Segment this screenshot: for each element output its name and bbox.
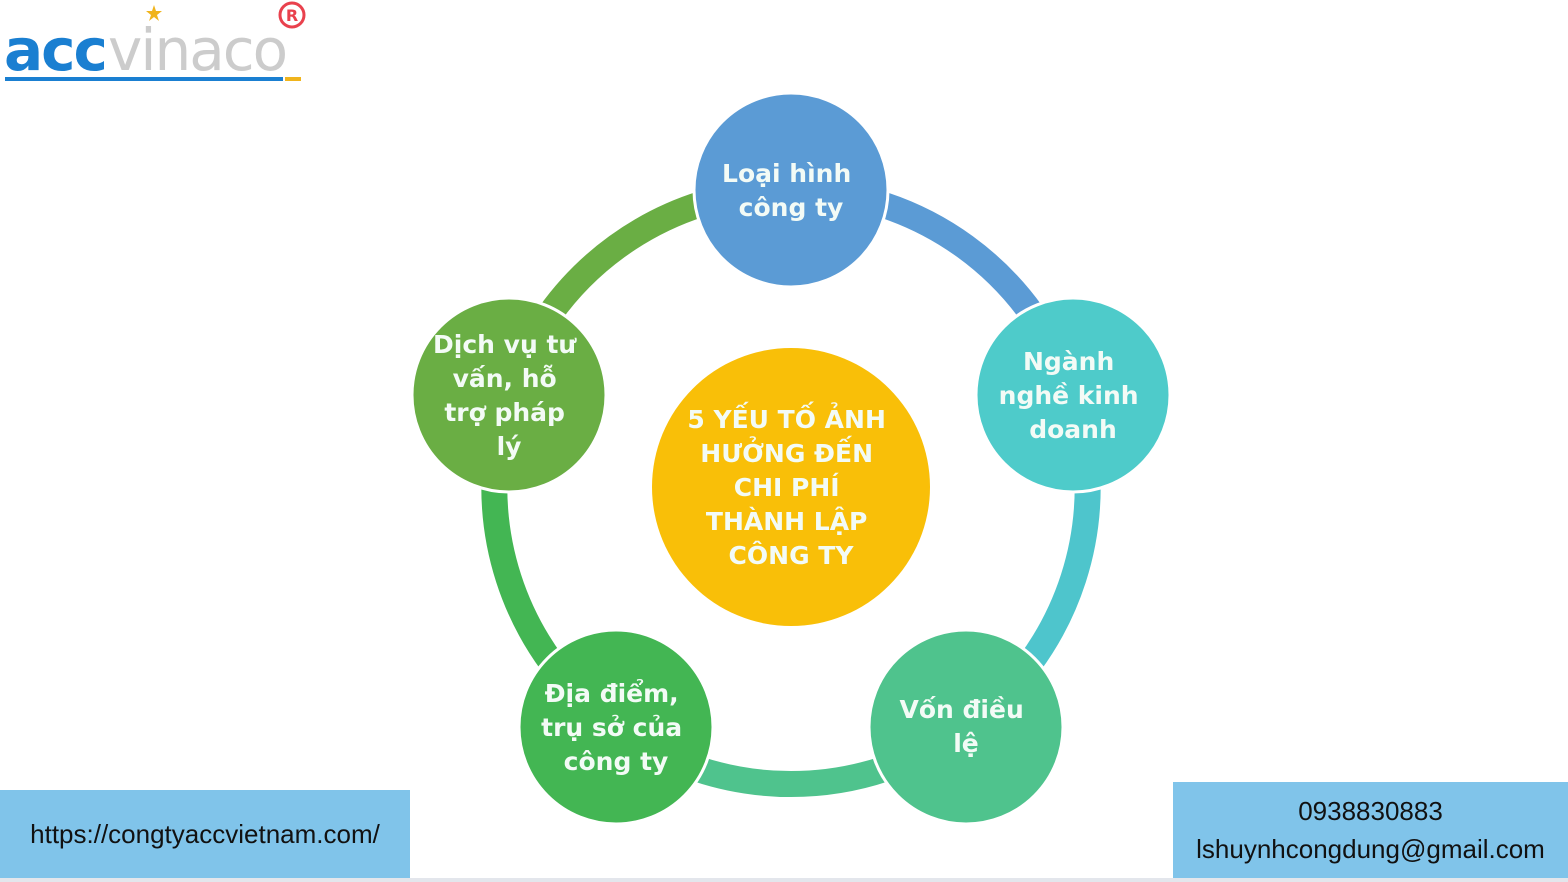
contact-box: 0938830883 lshuynhcongdung@gmail.com [1173, 782, 1568, 878]
svg-text:Loại hình công ty: Loại hình công ty [722, 159, 860, 222]
node-office-location: Địa điểm, trụ sở của công ty [517, 628, 715, 826]
logo-text-acc: acc [4, 16, 106, 84]
registered-mark: R [286, 6, 298, 25]
email-address[interactable]: lshuynhcongdung@gmail.com [1196, 834, 1545, 864]
svg-text:5 YẾU TỐ ẢNH HƯỞNG ĐẾN: 5 YẾU TỐ ẢNH HƯỞNG ĐẾN CHI PHÍ THÀNH LẬP… [687, 401, 894, 570]
registered-icon [278, 1, 306, 29]
center-node: 5 YẾU TỐ ẢNH HƯỞNG ĐẾN CHI PHÍ THÀNH LẬP… [652, 348, 930, 626]
svg-text:Địa điểm, trụ sở của: Địa điểm, trụ sở của công ty [541, 678, 691, 776]
logo-underline [5, 77, 283, 81]
svg-text:Ngành nghề kinh do: Ngành nghề kinh doanh [999, 347, 1148, 444]
website-link[interactable]: https://congtyaccvietnam.com/ [30, 818, 380, 849]
accvinaco-logo: acc vinaco R [4, 1, 306, 84]
website-box: https://congtyaccvietnam.com/ [0, 790, 410, 878]
node-legal-consulting: Dịch vụ tư vấn, hỗ trợ pháp lý [410, 296, 608, 494]
node-company-type: Loại hình công ty [692, 91, 890, 289]
phone-number[interactable]: 0938830883 [1298, 796, 1443, 826]
logo-underline-accent [285, 77, 301, 81]
star-icon [146, 5, 162, 21]
svg-text:Vốn điều lệ: Vốn điều lệ [900, 695, 1033, 758]
logo-text-vinaco: vinaco [108, 16, 286, 84]
node-charter-capital: Vốn điều lệ [867, 628, 1065, 826]
svg-text:Dịch vụ tư vấn, hỗ: Dịch vụ tư vấn, hỗ trợ pháp lý [433, 330, 585, 461]
node-business-line: Ngành nghề kinh doanh [974, 296, 1172, 494]
bottom-strip [0, 878, 1568, 882]
